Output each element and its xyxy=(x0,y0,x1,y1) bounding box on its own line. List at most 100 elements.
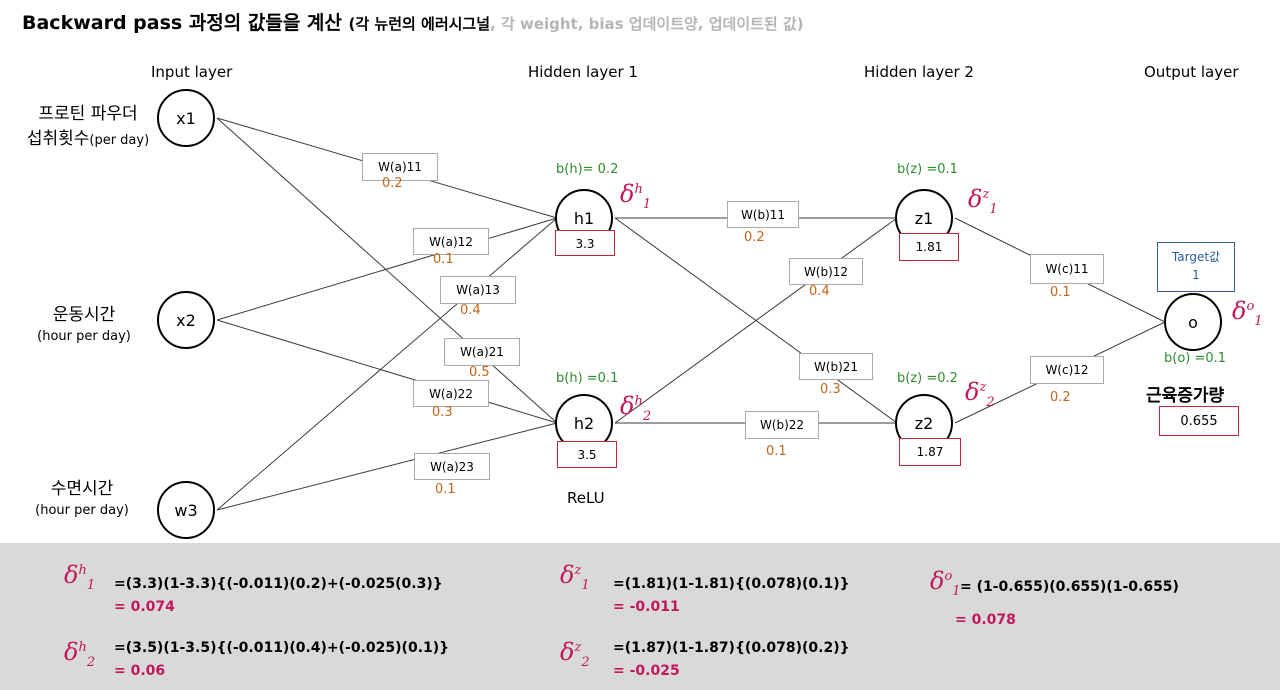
value-box-h2: 3.5 xyxy=(557,441,617,468)
weight-c12-value: 0.2 xyxy=(1050,390,1071,405)
input-label-exercise-line1: 운동시간 xyxy=(52,305,116,325)
equation-h2: =(3.5)(1-3.5){(-0.011)(0.4)+(-0.025)(0.1… xyxy=(114,640,450,656)
eq-delta-h2-sub: 2 xyxy=(86,654,96,670)
equation-z2-result: = -0.025 xyxy=(613,663,680,679)
weight-c11: W(c)11 xyxy=(1030,254,1104,284)
weight-b22: W(b)22 xyxy=(745,411,819,439)
input-label-sleep: 수면시간 (hour per day) xyxy=(14,474,150,518)
bias-h1: b(h)= 0.2 xyxy=(556,162,619,177)
eq-delta-o1-sub: 1 xyxy=(952,583,961,599)
delta-z1-annotation: δz1 xyxy=(968,185,998,217)
input-label-sleep-line1: 수면시간 xyxy=(50,479,114,499)
delta-o1-sub: 1 xyxy=(1254,313,1263,329)
bias-z1: b(z) =0.1 xyxy=(897,162,958,177)
eq-delta-h2-symbol: δh2 xyxy=(64,638,96,670)
weight-c12: W(c)12 xyxy=(1030,356,1104,384)
weight-a22: W(a)22 xyxy=(413,380,489,407)
delta-h2-annotation: δh2 xyxy=(620,392,652,424)
node-w3: w3 xyxy=(157,481,215,539)
input-label-protein-line2: 섭취횟수 xyxy=(26,129,90,149)
delta-h2-sub: 2 xyxy=(642,408,652,424)
target-label: Target값 xyxy=(1171,250,1221,264)
hidden-layer-1-label: Hidden layer 1 xyxy=(528,63,638,81)
weight-b12: W(b)12 xyxy=(789,258,863,285)
input-label-exercise: 운동시간 (hour per day) xyxy=(16,300,152,344)
node-x2: x2 xyxy=(157,291,215,349)
input-label-exercise-unit: (hour per day) xyxy=(37,329,131,344)
eq-delta-z1-sub: 1 xyxy=(581,577,590,593)
eq-delta-h1-sub: 1 xyxy=(86,577,96,593)
value-box-z2: 1.87 xyxy=(899,438,961,466)
weight-a13-value: 0.4 xyxy=(460,303,481,318)
eq-delta-h2-sup: h xyxy=(78,640,87,655)
equation-z1-result: = -0.011 xyxy=(613,599,680,615)
input-label-protein-unit: (per day) xyxy=(89,133,150,148)
eq-delta-z1-sup: z xyxy=(574,563,582,578)
equation-h1: =(3.3)(1-3.3){(-0.011)(0.2)+(-0.025(0.3)… xyxy=(114,576,443,592)
equation-z1: =(1.81)(1-1.81){(0.078)(0.1)} xyxy=(613,576,850,592)
equation-h2-result: = 0.06 xyxy=(114,663,166,679)
node-x1: x1 xyxy=(157,89,215,147)
equation-o1: = (1-0.655)(0.655)(1-0.655) xyxy=(960,579,1179,595)
title-paren-gray: , 각 weight, bias 업데이트양, 업데이트된 값) xyxy=(490,15,804,33)
eq-delta-o1-symbol: δo1 xyxy=(930,567,961,599)
delta-h1-annotation: δh1 xyxy=(620,180,652,212)
node-output: o xyxy=(1164,293,1222,351)
hidden-layer-2-label: Hidden layer 2 xyxy=(864,63,974,81)
title-paren-black: (각 뉴런의 에러시그널 xyxy=(348,15,491,33)
edge-x3-h2 xyxy=(216,422,558,511)
bias-output: b(o) =0.1 xyxy=(1164,351,1227,366)
eq-delta-z2-sub: 2 xyxy=(581,654,590,670)
weight-c11-value: 0.1 xyxy=(1050,285,1071,300)
eq-delta-h1-symbol: δh1 xyxy=(64,561,96,593)
weight-a13: W(a)13 xyxy=(440,276,516,304)
weight-a12-value: 0.1 xyxy=(433,252,454,267)
delta-z1-sup: z xyxy=(982,187,990,202)
eq-delta-z2-symbol: δz2 xyxy=(560,638,590,670)
delta-z2-annotation: δz2 xyxy=(965,378,995,410)
eq-delta-z2-sup: z xyxy=(574,640,582,655)
delta-z2-sub: 2 xyxy=(986,394,995,410)
weight-a21-value: 0.5 xyxy=(469,365,490,380)
edge-x2-h1 xyxy=(216,217,558,321)
weight-b12-value: 0.4 xyxy=(809,284,830,299)
weight-a23: W(a)23 xyxy=(414,453,490,480)
edge-h2-z1 xyxy=(614,217,898,424)
delta-o1-annotation: δo1 xyxy=(1232,297,1263,329)
eq-delta-h1-sup: h xyxy=(78,563,87,578)
weight-b21-value: 0.3 xyxy=(820,382,841,397)
equation-panel: δh1 =(3.3)(1-3.3){(-0.011)(0.2)+(-0.025(… xyxy=(0,543,1280,690)
activation-label: ReLU xyxy=(567,489,605,507)
delta-o1-sup: o xyxy=(1246,299,1255,314)
page-title: Backward pass 과정의 값들을 계산 (각 뉴런의 에러시그널, 각… xyxy=(22,8,804,35)
eq-delta-z1-symbol: δz1 xyxy=(560,561,590,593)
weight-a21: W(a)21 xyxy=(444,338,520,366)
input-label-sleep-unit: (hour per day) xyxy=(35,503,129,518)
output-layer-label: Output layer xyxy=(1144,63,1239,81)
delta-z2-sup: z xyxy=(979,380,987,395)
title-main: Backward pass 과정의 값들을 계산 xyxy=(22,12,342,34)
delta-h1-sub: 1 xyxy=(642,196,652,212)
weight-b22-value: 0.1 xyxy=(766,444,787,459)
input-label-protein-line1: 프로틴 파우더 xyxy=(38,104,138,124)
eq-delta-o1-sup: o xyxy=(944,569,953,584)
equation-z2: =(1.87)(1-1.87){(0.078)(0.2)} xyxy=(613,640,850,656)
edge-x2-h2 xyxy=(216,319,558,424)
value-box-output: 0.655 xyxy=(1159,406,1239,436)
bias-h2: b(h) =0.1 xyxy=(556,371,619,386)
weight-a11: W(a)11 xyxy=(362,153,438,181)
weight-a11-value: 0.2 xyxy=(382,176,403,191)
delta-h2-sup: h xyxy=(634,394,643,409)
edge-x3-h1 xyxy=(216,217,558,511)
equation-o1-result: = 0.078 xyxy=(955,612,1016,628)
delta-z1-sub: 1 xyxy=(989,201,998,217)
target-box: Target값 1 xyxy=(1157,242,1235,292)
input-label-protein: 프로틴 파우더 섭취횟수(per day) xyxy=(18,99,158,149)
output-name: 근육증가량 xyxy=(1146,386,1225,406)
target-value: 1 xyxy=(1192,268,1200,282)
edge-x1-h2 xyxy=(216,117,558,424)
weight-b21: W(b)21 xyxy=(799,353,873,380)
weight-a12: W(a)12 xyxy=(413,228,489,255)
weight-a22-value: 0.3 xyxy=(432,405,453,420)
